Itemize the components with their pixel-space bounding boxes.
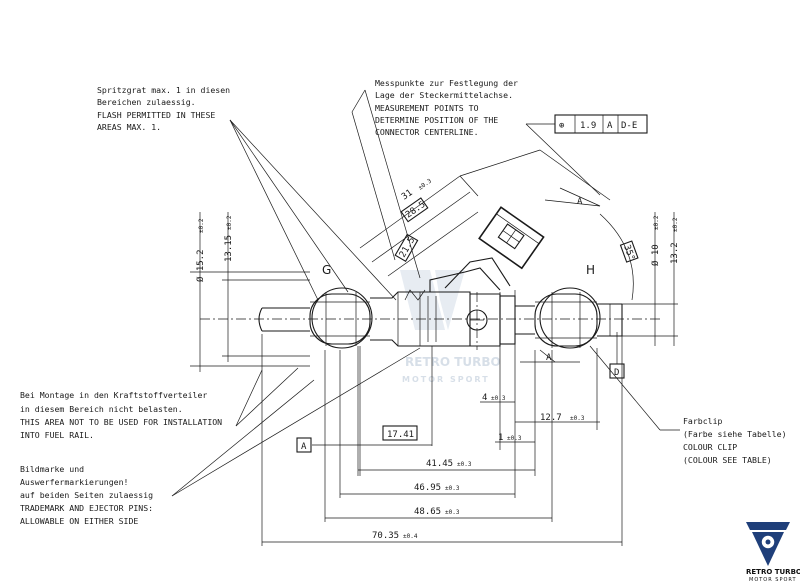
length-dims: 17.41 A 41.45 ±0.3 46.95 ±0.3 48.65 ±0.3… bbox=[261, 334, 623, 546]
detail-circle-g bbox=[311, 287, 373, 349]
svg-text:auf beiden Seiten zulaessig: auf beiden Seiten zulaessig bbox=[20, 490, 153, 500]
detail-label-h: H bbox=[586, 263, 595, 277]
tolerance-datum2: D-E bbox=[621, 121, 637, 131]
brand-logo: RETRO TURBO MOTOR SPORT bbox=[746, 522, 800, 583]
tolerance-datum1: A bbox=[607, 121, 613, 131]
svg-text:±0.3: ±0.3 bbox=[491, 395, 506, 402]
svg-text:THIS AREA NOT TO BE USED FOR I: THIS AREA NOT TO BE USED FOR INSTALLATIO… bbox=[20, 417, 222, 427]
svg-text:CONNECTOR CENTERLINE.: CONNECTOR CENTERLINE. bbox=[375, 127, 479, 137]
svg-text:±0.3: ±0.3 bbox=[570, 415, 585, 422]
svg-text:Bildmarke und: Bildmarke und bbox=[20, 464, 84, 474]
note-flash: Spritzgrat max. 1 in diesen Bereichen zu… bbox=[97, 85, 230, 132]
watermark-title: RETRO TURBO bbox=[405, 355, 501, 369]
svg-text:COLOUR CLIP: COLOUR CLIP bbox=[683, 442, 737, 452]
datum-a-left: A bbox=[301, 442, 307, 452]
svg-text:AREAS MAX. 1.: AREAS MAX. 1. bbox=[97, 122, 161, 132]
tolerance-frame: ⊕ 1.9 A D-E bbox=[525, 114, 648, 196]
svg-text:±0.3: ±0.3 bbox=[445, 485, 460, 492]
logo-title: RETRO TURBO bbox=[746, 568, 800, 576]
leader-lines bbox=[171, 89, 680, 497]
svg-text:Farbclip: Farbclip bbox=[683, 416, 723, 426]
tol-d13-15: ±0.2 bbox=[226, 215, 233, 230]
left-diameter-dims: Ø 15.2 ±0.2 13.15 ±0.2 bbox=[190, 212, 310, 372]
dim-d13-2: 13.2 bbox=[670, 242, 680, 264]
detail-label-g: G bbox=[322, 263, 331, 277]
note-trademark: Bildmarke und Auswerfermarkierungen! auf… bbox=[20, 464, 153, 526]
detail-circle-h bbox=[539, 287, 601, 349]
connector bbox=[404, 206, 545, 301]
note-mounting: Bei Montage in den Kraftstoffverteiler i… bbox=[20, 390, 222, 440]
svg-text:in diesem Bereich nicht belast: in diesem Bereich nicht belasten. bbox=[20, 404, 183, 414]
svg-text:Messpunkte zur Festlegung der: Messpunkte zur Festlegung der bbox=[375, 78, 518, 88]
injector-body bbox=[258, 290, 623, 350]
svg-text:D: D bbox=[614, 368, 619, 378]
box-dim-17-41: 17.41 bbox=[387, 430, 414, 440]
svg-text:±0.3: ±0.3 bbox=[457, 461, 472, 468]
tol-31: ±0.3 bbox=[417, 177, 433, 191]
svg-text:Lage der Steckermittelachse.: Lage der Steckermittelachse. bbox=[375, 90, 513, 100]
datum-a-top: A bbox=[544, 187, 601, 207]
svg-text:41.45: 41.45 bbox=[426, 459, 453, 469]
svg-text:A: A bbox=[546, 353, 552, 363]
dim-d10: Ø 10 bbox=[650, 244, 661, 266]
svg-text:ALLOWABLE ON EITHER SIDE: ALLOWABLE ON EITHER SIDE bbox=[20, 516, 138, 526]
tol-d13-2: ±0.2 bbox=[672, 217, 679, 232]
svg-text:A: A bbox=[577, 197, 583, 207]
svg-text:1: 1 bbox=[498, 433, 503, 443]
tolerance-value: 1.9 bbox=[580, 121, 596, 131]
dim-d13-15: 13.15 bbox=[224, 235, 234, 262]
dim-d15-2: Ø 15.2 bbox=[195, 249, 206, 282]
box-dim-21-5: 21.5 bbox=[398, 236, 418, 260]
svg-text:12.7: 12.7 bbox=[540, 413, 562, 423]
watermark-subtitle: MOTOR SPORT bbox=[402, 375, 490, 384]
tol-d15-2: ±0.2 bbox=[198, 218, 205, 233]
svg-text:Spritzgrat max. 1 in diesen: Spritzgrat max. 1 in diesen bbox=[97, 85, 230, 95]
svg-text:FLASH PERMITTED IN THESE: FLASH PERMITTED IN THESE bbox=[97, 110, 215, 120]
svg-text:46.95: 46.95 bbox=[414, 483, 441, 493]
note-measurement: Messpunkte zur Festlegung der Lage der S… bbox=[375, 78, 518, 137]
angled-dims: 31 ±0.3 28.5 21.5 35° bbox=[359, 149, 639, 301]
svg-text:±0.3: ±0.3 bbox=[507, 435, 522, 442]
svg-text:Auswerfermarkierungen!: Auswerfermarkierungen! bbox=[20, 477, 128, 487]
logo-subtitle: MOTOR SPORT bbox=[749, 577, 797, 583]
svg-text:48.65: 48.65 bbox=[414, 507, 441, 517]
svg-text:70.35: 70.35 bbox=[372, 531, 399, 541]
svg-text:Bei Montage in den Kraftstoffv: Bei Montage in den Kraftstoffverteiler bbox=[20, 390, 207, 400]
svg-text:4: 4 bbox=[482, 393, 487, 403]
svg-text:TRADEMARK AND EJECTOR PINS:: TRADEMARK AND EJECTOR PINS: bbox=[20, 503, 153, 513]
datum-a-mid: A bbox=[520, 349, 580, 363]
right-lengths: 4 ±0.3 12.7 ±0.3 1 ±0.3 bbox=[480, 348, 600, 450]
svg-text:DETERMINE POSITION OF THE: DETERMINE POSITION OF THE bbox=[375, 115, 498, 125]
tol-d10: ±0.2 bbox=[653, 215, 660, 230]
tolerance-symbol: ⊕ bbox=[559, 121, 564, 131]
svg-text:±0.4: ±0.4 bbox=[403, 533, 418, 540]
watermark: RETRO TURBO MOTOR SPORT bbox=[400, 270, 501, 384]
svg-text:±0.3: ±0.3 bbox=[445, 509, 460, 516]
svg-text:MEASUREMENT POINTS TO: MEASUREMENT POINTS TO bbox=[375, 103, 479, 113]
svg-text:(Farbe siehe Tabelle): (Farbe siehe Tabelle) bbox=[683, 429, 787, 439]
right-diameter-dims: Ø 10 ±0.2 13.2 ±0.2 bbox=[622, 212, 680, 346]
svg-text:Bereichen zulaessig.: Bereichen zulaessig. bbox=[97, 97, 196, 107]
svg-text:(COLOUR SEE TABLE): (COLOUR SEE TABLE) bbox=[683, 455, 772, 465]
note-colour-clip: Farbclip (Farbe siehe Tabelle) COLOUR CL… bbox=[683, 416, 787, 465]
dim-31: 31 bbox=[400, 188, 415, 202]
svg-text:INTO FUEL RAIL.: INTO FUEL RAIL. bbox=[20, 430, 94, 440]
